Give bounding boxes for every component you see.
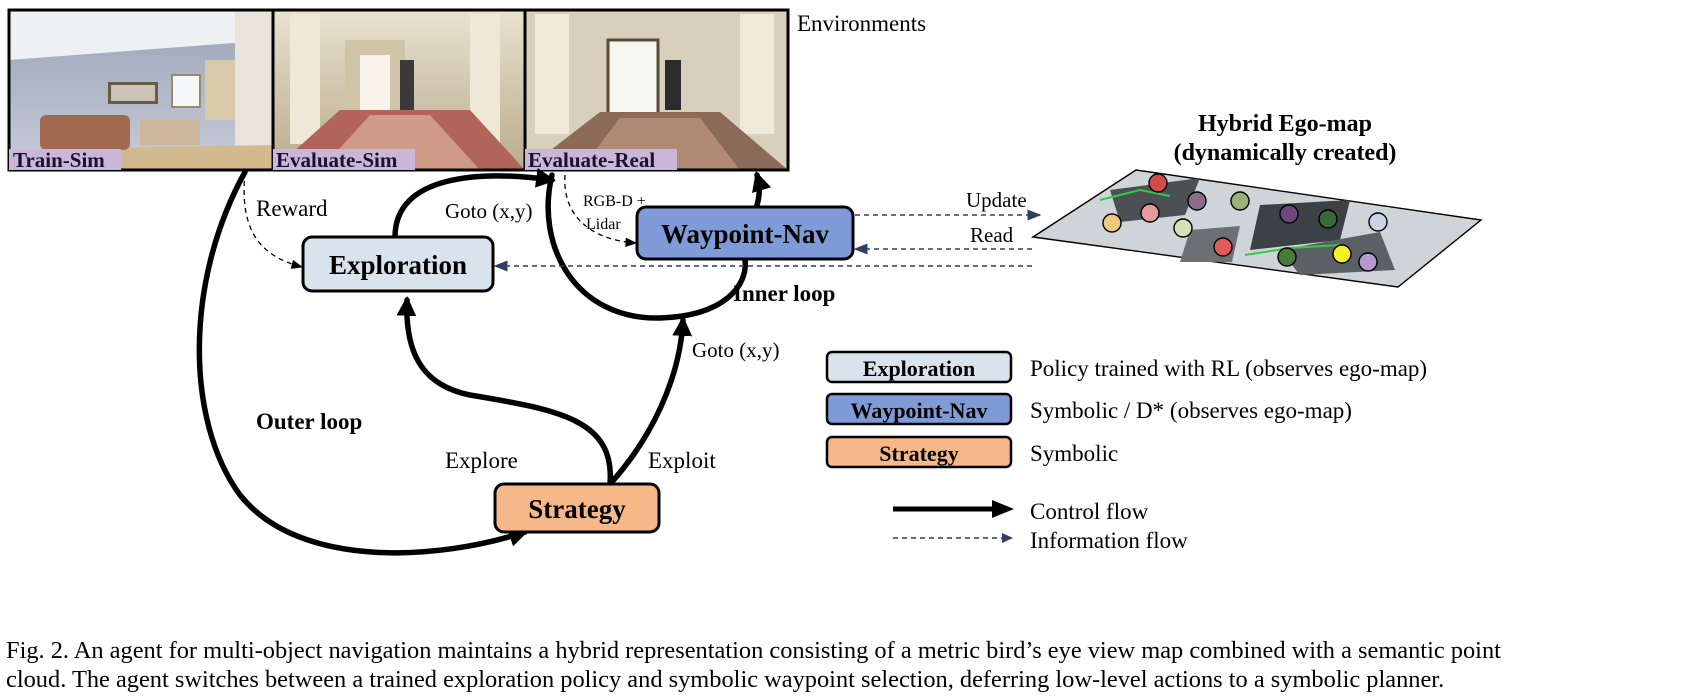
legend-control-flow-label: Control flow [1030,499,1149,524]
edge-labels: Reward Goto (x,y) RGB-D + Lidar Inner lo… [256,188,1027,473]
figure-caption: Fig. 2. An agent for multi-object naviga… [6,636,1692,694]
exploit-label: Exploit [648,448,716,473]
legend-waypoint-text: Symbolic / D* (observes ego-map) [1030,398,1352,423]
inner-loop-arrow [545,172,748,321]
sensor-arrows [243,171,638,269]
evaluate-sim-image [273,10,525,170]
environments-title: Environments [797,11,926,36]
train-sim-label: Train-Sim [13,148,105,172]
outer-loop-arrow [196,169,529,556]
inner-loop-label: Inner loop [733,281,835,306]
strategy-node-label: Strategy [528,494,626,524]
hybrid-ego-map: Hybrid Ego-map (dynamically created) [1031,111,1483,288]
evaluate-real-image [525,10,788,170]
exploration-node-label: Exploration [329,250,467,280]
information-flow-arrows [493,209,1042,272]
control-flow-arrows [196,168,772,556]
read-label: Read [970,223,1014,247]
legend-strategy-text: Symbolic [1030,441,1118,466]
goto-mid-label: Goto (x,y) [692,338,780,362]
caption-line1: Fig. 2. An agent for multi-object naviga… [6,637,1501,664]
legend-exploration-box-label: Exploration [863,356,975,381]
evaluate-sim-label: Evaluate-Sim [276,148,398,172]
ego-map-title-line2: (dynamically created) [1174,140,1397,166]
waypoint-to-env-arrow [752,171,772,208]
caption-line2: cloud. The agent switches between a trai… [6,666,1445,693]
waypoint-nav-node: Waypoint-Nav [635,205,855,261]
legend: Exploration Policy trained with RL (obse… [825,350,1427,553]
reward-label: Reward [256,196,328,221]
legend-waypoint-box-label: Waypoint-Nav [851,398,988,423]
ego-map-title-line1: Hybrid Ego-map [1198,111,1372,137]
legend-strategy-box-label: Strategy [879,441,958,466]
strategy-to-exploration-arrow [396,296,613,487]
strategy-node: Strategy [493,482,661,534]
exploration-node: Exploration [301,235,495,293]
legend-exploration-text: Policy trained with RL (observes ego-map… [1030,356,1427,381]
evaluate-real-label: Evaluate-Real [528,148,655,172]
legend-information-flow-label: Information flow [1030,528,1188,553]
outer-loop-label: Outer loop [256,409,362,434]
update-label: Update [966,188,1027,212]
object-markers [1102,173,1388,272]
strategy-to-waypoint-arrow [607,316,693,487]
waypoint-nav-node-label: Waypoint-Nav [661,219,830,249]
train-sim-image [9,10,273,170]
rgbd-arrow [564,174,638,247]
legend-information-flow-arrowhead [1002,533,1013,543]
environments-strip: Train-Sim Evaluate-Sim Evaluate-Real Env… [7,8,926,172]
explore-label: Explore [445,448,518,473]
goto-top-label: Goto (x,y) [445,199,533,223]
reward-arrow [243,171,304,269]
rgbd-label-line1: RGB-D + [583,193,646,210]
exploration-to-env-arrow [392,168,556,240]
rgbd-label-line2: Lidar [586,216,621,233]
legend-control-flow-arrowhead [992,500,1014,518]
